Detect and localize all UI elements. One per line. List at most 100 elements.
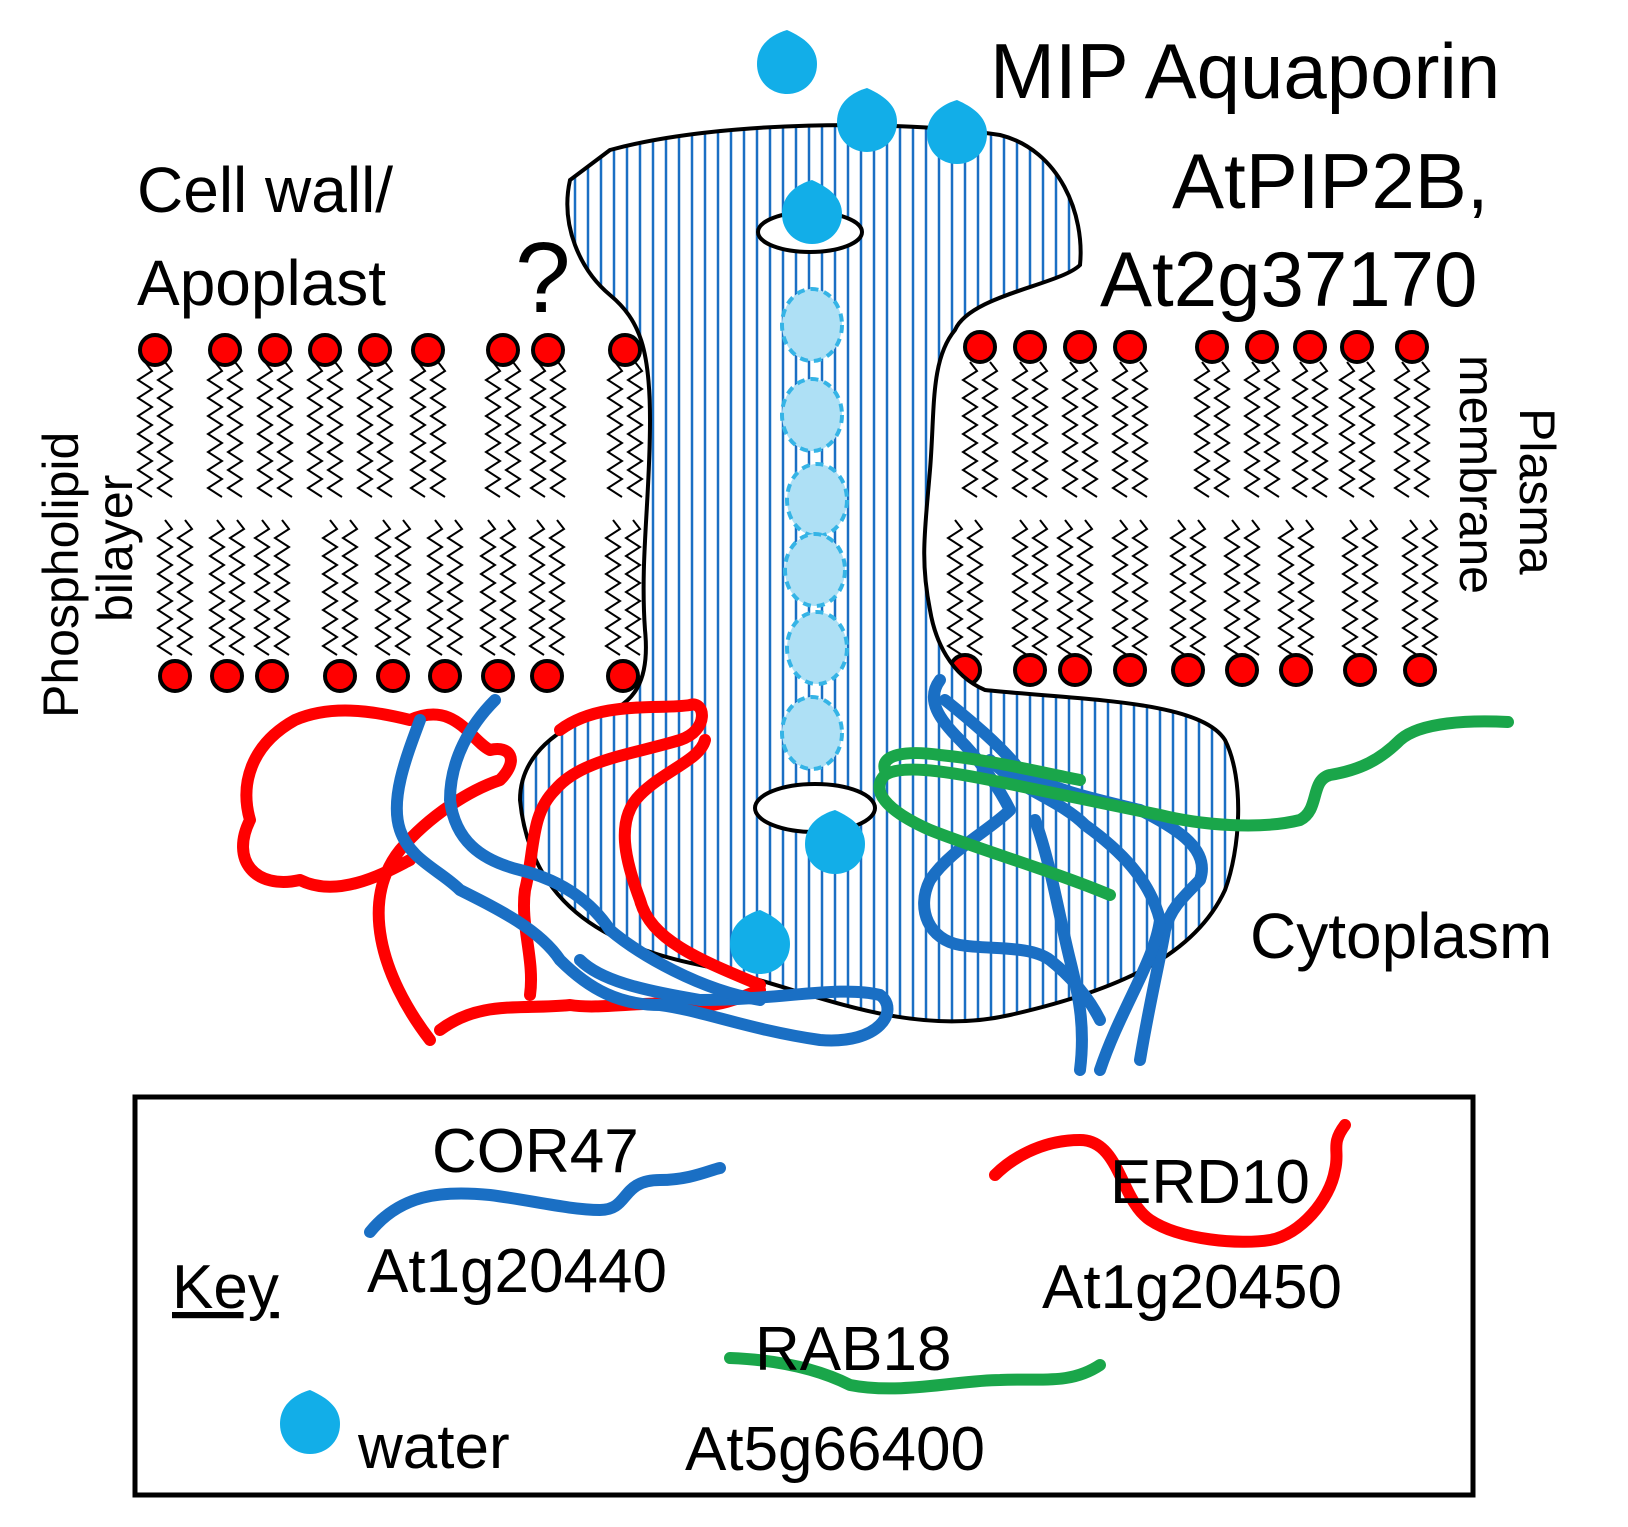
lipid-tail <box>409 361 427 498</box>
lipid-tail <box>273 519 291 656</box>
lipid-tail <box>1413 361 1431 498</box>
lipid-head <box>1340 330 1374 364</box>
lipid-tail <box>549 361 567 498</box>
lipid-head <box>376 659 410 693</box>
key-title: Key <box>172 1253 279 1322</box>
lipid-head <box>530 659 564 693</box>
rab18-swatch <box>724 1352 1106 1395</box>
lipid-head <box>1063 330 1097 364</box>
lipid-head <box>158 659 192 693</box>
lipid-tail <box>504 361 522 498</box>
lipid-tail <box>966 519 984 656</box>
lipid-tail <box>1011 519 1029 656</box>
lipid-tail <box>256 361 274 498</box>
lipid-head <box>255 659 289 693</box>
lipid-head <box>208 333 242 367</box>
lipid-head <box>1113 330 1147 364</box>
lipid-tail <box>624 519 642 656</box>
lipid-tail <box>356 361 374 498</box>
lipid-head <box>1171 653 1205 687</box>
lipid-head <box>1013 653 1047 687</box>
lipid-tail <box>253 519 271 656</box>
apoplast-label: Apoplast <box>137 247 386 319</box>
lipid-head <box>210 659 244 693</box>
lipid-head <box>1058 653 1092 687</box>
lipid-tail <box>626 361 644 498</box>
lipid-tail <box>374 519 392 656</box>
lipid-tail <box>326 361 344 498</box>
lipid-tail <box>499 519 517 656</box>
lipid-head <box>1245 330 1279 364</box>
rab18-name: RAB18 <box>755 1315 951 1384</box>
lipid-tail <box>1056 519 1074 656</box>
lipid-tail <box>226 361 244 498</box>
cor47-swatch <box>364 1162 726 1238</box>
lipid-tail <box>306 361 324 498</box>
lipid-tail <box>1338 361 1356 498</box>
lipid-head <box>1225 653 1259 687</box>
lipid-tail <box>1061 361 1079 498</box>
lipid-tail <box>1243 519 1261 656</box>
lipid-head <box>323 659 357 693</box>
lipid-tail <box>1243 361 1261 498</box>
lipid-tails <box>136 361 1439 656</box>
lipid-head <box>411 333 445 367</box>
lipid-tail <box>176 519 194 656</box>
lipid-tail <box>1277 519 1295 656</box>
lipid-head <box>1013 330 1047 364</box>
lipid-head <box>608 333 642 367</box>
lipid-heads <box>138 330 1437 693</box>
lipid-tail <box>1111 519 1129 656</box>
question-mark: ? <box>515 222 571 334</box>
lipid-tail <box>1193 361 1211 498</box>
lipid-tail <box>376 361 394 498</box>
lipid-tail <box>429 361 447 498</box>
lipid-tail <box>1361 519 1379 656</box>
phospholipid-label: Phospholipid <box>33 432 89 718</box>
lipid-tail <box>484 361 502 498</box>
key-box <box>132 1094 1476 1498</box>
lipid-tail <box>276 361 294 498</box>
lipid-tail <box>1189 519 1207 656</box>
lipid-head <box>1293 330 1327 364</box>
lipid-head <box>258 333 292 367</box>
lipid-tail <box>1031 519 1049 656</box>
lipid-tail <box>606 361 624 498</box>
lipid-head <box>481 659 515 693</box>
lipid-head <box>1279 653 1313 687</box>
lipid-tail <box>528 519 546 656</box>
lipid-head <box>138 333 172 367</box>
lipid-head <box>963 330 997 364</box>
lipid-head <box>1343 653 1377 687</box>
lipid-head <box>428 659 462 693</box>
lipid-tail <box>446 519 464 656</box>
erd10-name: ERD10 <box>1110 1148 1310 1217</box>
cell-wall-label: Cell wall/ <box>137 154 393 226</box>
lipid-tail <box>1223 519 1241 656</box>
lipid-tail <box>961 361 979 498</box>
lipid-tail <box>426 519 444 656</box>
lipid-head <box>358 333 392 367</box>
lipid-tail <box>1401 519 1419 656</box>
lipid-tail <box>1213 361 1231 498</box>
cor47-locus: At1g20440 <box>367 1237 667 1306</box>
water-column <box>780 287 849 771</box>
lipid-head <box>1395 330 1429 364</box>
rab18-strands <box>873 715 1514 901</box>
lipid-tail <box>206 361 224 498</box>
plasma-label: Plasma <box>1509 408 1565 575</box>
cytoplasm-label: Cytoplasm <box>1250 900 1552 972</box>
lipid-tail <box>1291 361 1309 498</box>
lipid-tail <box>208 519 226 656</box>
lipid-head <box>486 333 520 367</box>
lipid-tail <box>1076 519 1094 656</box>
lipid-tail <box>981 361 999 498</box>
lipid-tail <box>1011 361 1029 498</box>
lipid-tail <box>136 361 154 498</box>
lipid-tail <box>479 519 497 656</box>
lipid-tail <box>321 519 339 656</box>
lipid-tail <box>1297 519 1315 656</box>
protein-name: MIP Aquaporin <box>990 27 1500 115</box>
protein-locus: At2g37170 <box>1100 235 1477 323</box>
